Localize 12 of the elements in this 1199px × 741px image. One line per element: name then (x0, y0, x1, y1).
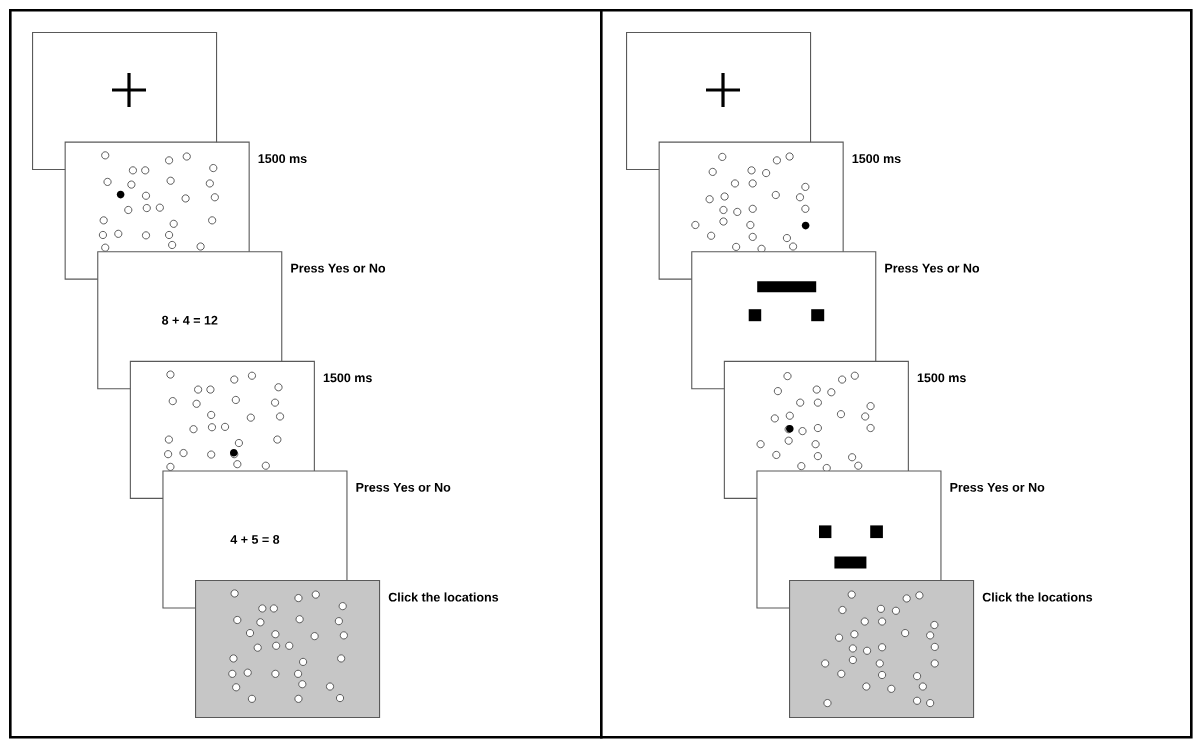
screen-caption: Click the locations (982, 592, 1093, 602)
screen-caption: Press Yes or No (885, 263, 980, 273)
screen-caption: Press Yes or No (356, 483, 451, 492)
screen-caption: Press Yes or No (950, 483, 1045, 492)
screen-caption: Click the locations (388, 592, 499, 602)
screen-caption: 1500 ms (258, 154, 307, 164)
screen-caption: Press Yes or No (291, 263, 386, 273)
stimulus-screen (195, 580, 381, 719)
stimulus-screen (789, 580, 975, 719)
screen-caption: 1500 ms (323, 373, 372, 383)
screen-caption: 1500 ms (917, 373, 966, 383)
screen-caption: 1500 ms (852, 154, 901, 164)
